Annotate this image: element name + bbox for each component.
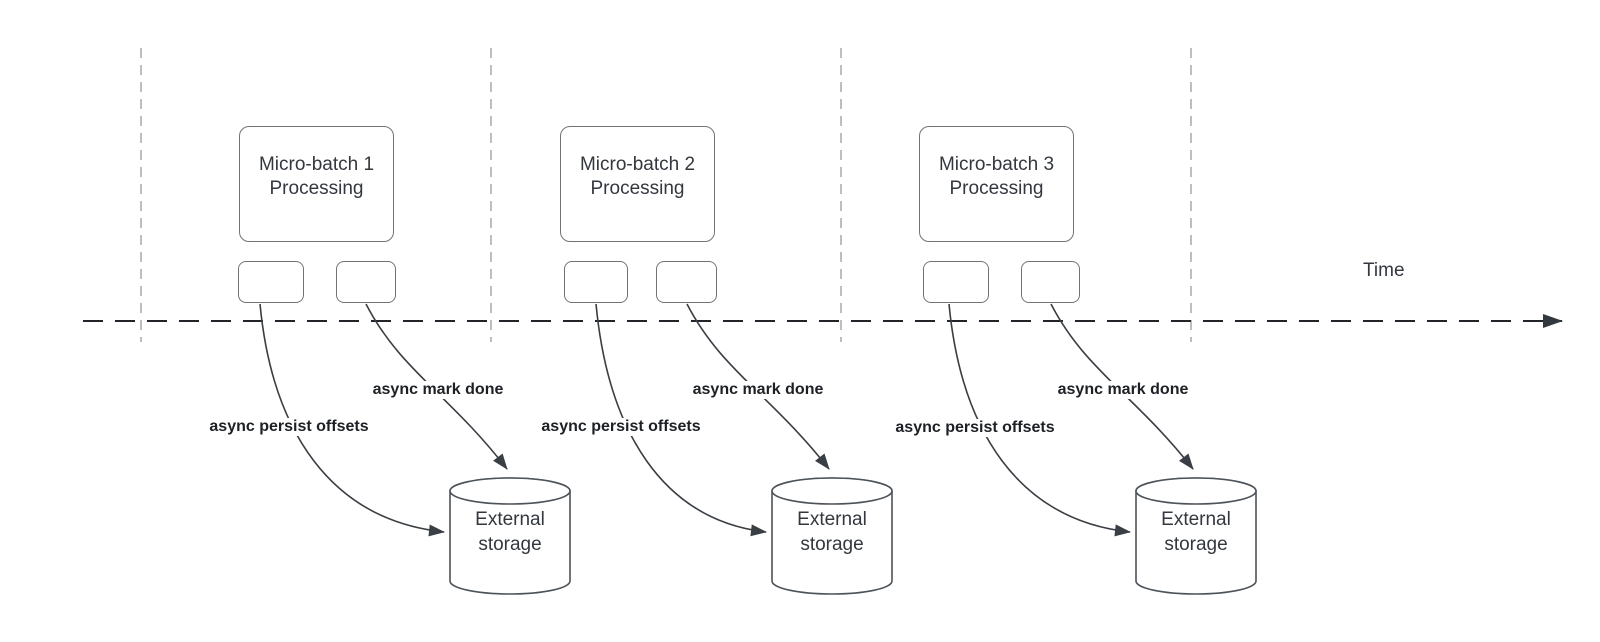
mark-done-label-3: async mark done — [1055, 381, 1191, 399]
microbatch-1-title-line2: Processing — [269, 178, 364, 199]
time-axis-label: Time — [1363, 260, 1405, 281]
microbatch-1-processing-box: Micro-batch 1 Processing — [239, 126, 394, 242]
external-storage-cylinder-1 — [449, 477, 571, 595]
persist-offsets-task-box-2 — [564, 261, 628, 303]
mark-done-task-box-2 — [656, 261, 717, 303]
persist-offsets-label-2: async persist offsets — [539, 418, 703, 436]
microbatch-2-processing-box: Micro-batch 2 Processing — [560, 126, 715, 242]
microbatch-3-processing-box: Micro-batch 3 Processing — [919, 126, 1074, 242]
external-storage-label-2: External storage — [772, 507, 892, 557]
external-storage-cylinder-3 — [1135, 477, 1257, 595]
external-storage-label-2-line1: External — [797, 509, 867, 530]
mark-done-task-box-1 — [336, 261, 396, 303]
microbatch-3-title-line2: Processing — [949, 178, 1044, 199]
mark-done-task-box-3 — [1021, 261, 1080, 303]
external-storage-label-1-line2: storage — [478, 534, 542, 555]
persist-offsets-arrow-2 — [595, 303, 767, 537]
mark-done-label-2: async mark done — [690, 381, 826, 399]
external-storage-label-3-line2: storage — [1164, 534, 1228, 555]
cylinder-top-rim — [449, 477, 571, 505]
persist-offsets-label-1: async persist offsets — [207, 418, 371, 436]
persist-offsets-task-box-3 — [923, 261, 989, 303]
external-storage-label-3-line1: External — [1161, 509, 1231, 530]
cylinder-top-rim — [1135, 477, 1257, 505]
persist-offsets-arrow-1 — [259, 303, 445, 537]
external-storage-label-1-line1: External — [475, 509, 545, 530]
microbatch-2-title-line2: Processing — [590, 178, 685, 199]
cylinder-top-rim — [771, 477, 893, 505]
persist-offsets-task-box-1 — [238, 261, 304, 303]
external-storage-cylinder-2 — [771, 477, 893, 595]
microbatch-1-title-line1: Micro-batch 1 — [258, 154, 375, 175]
external-storage-label-1: External storage — [450, 507, 570, 557]
external-storage-label-2-line2: storage — [800, 534, 864, 555]
microbatch-2-title-line1: Micro-batch 2 — [579, 154, 696, 175]
mark-done-label-1: async mark done — [370, 381, 506, 399]
persist-offsets-label-3: async persist offsets — [893, 419, 1057, 437]
microbatch-3-title-line1: Micro-batch 3 — [938, 154, 1055, 175]
persist-offsets-arrow-3 — [948, 303, 1131, 537]
external-storage-label-3: External storage — [1136, 507, 1256, 557]
